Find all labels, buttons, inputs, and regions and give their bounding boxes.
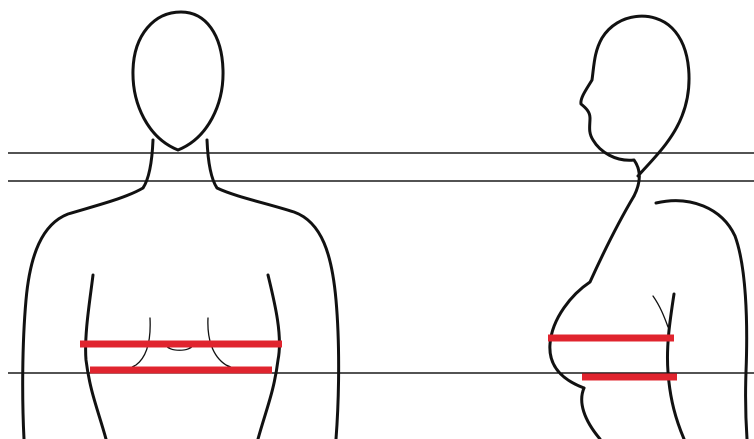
side-front-throat-chest [550,196,634,388]
side-head-face-neck [581,16,689,196]
side-torso-front-lower [582,388,600,439]
front-view-figure [23,12,339,439]
front-head-outline [133,12,223,150]
side-arm-inner-line [667,294,684,439]
measurement-bands [80,338,677,377]
front-right-inner-arm [258,275,279,439]
front-left-inner-arm [86,275,106,439]
side-armpit-crease [653,296,668,327]
front-left-neck-shoulder-arm [23,140,153,439]
